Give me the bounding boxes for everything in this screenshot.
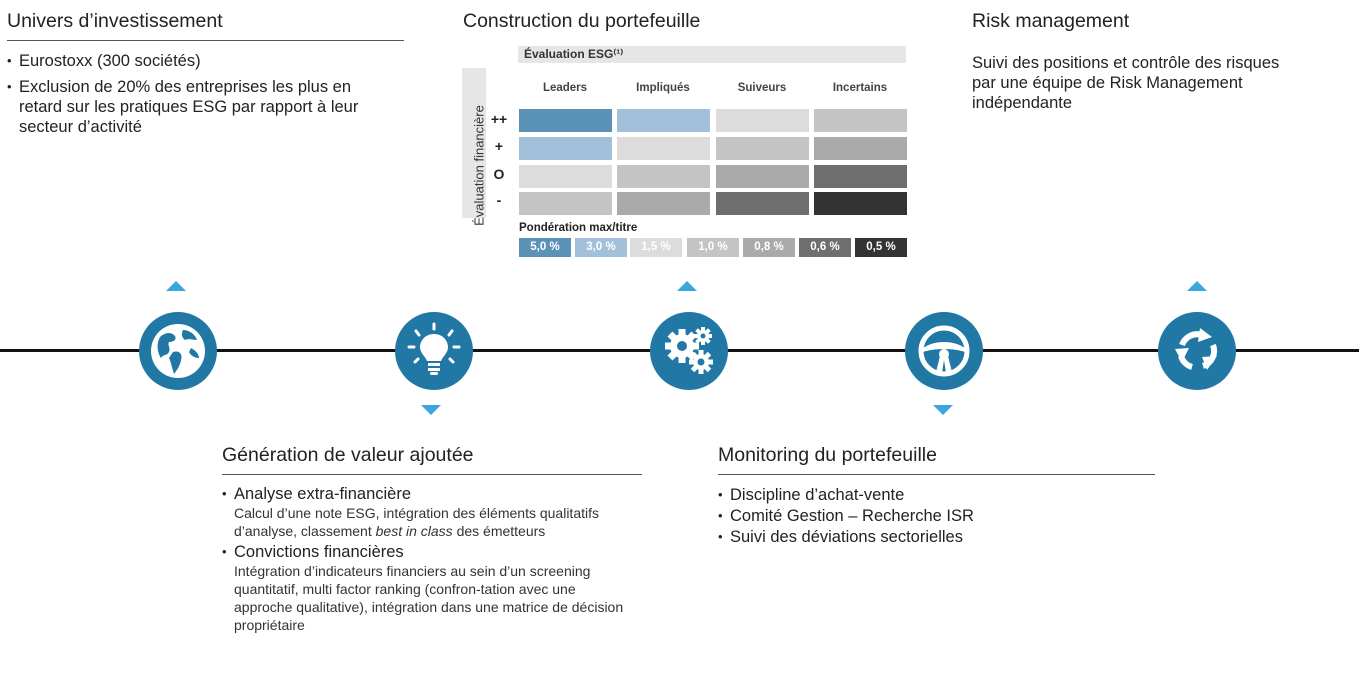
matrix-cell-r2-c2	[617, 137, 710, 160]
generation-bullet-1: Analyse extra-financière Calcul d’une no…	[222, 484, 642, 540]
matrix-row-m: -	[496, 192, 502, 208]
timeline-line-5	[980, 349, 1175, 352]
matrix-cell-r3-c4	[814, 165, 907, 188]
generation-section: Génération de valeur ajoutée Analyse ext…	[222, 444, 642, 640]
generation-b2-label: Convictions financières	[234, 543, 404, 561]
steering-circle	[905, 312, 983, 390]
timeline-line-2	[210, 349, 405, 352]
risk-section: Risk management Suivi des positions et c…	[972, 10, 1352, 113]
univers-bullet-2: Exclusion de 20% des entreprises les plu…	[7, 77, 389, 137]
generation-b1-sub: Calcul d’une note ESG, intégration des é…	[234, 505, 599, 539]
weight-box-4: 1,0 %	[687, 238, 739, 257]
matrix-row-o: O	[493, 166, 505, 182]
gears-circle	[650, 312, 728, 390]
matrix-col-suiveurs: Suiveurs	[737, 82, 787, 94]
weight-box-5: 0,8 %	[743, 238, 795, 257]
gears-icon	[665, 327, 713, 374]
monitoring-bullet-1: Discipline d’achat-vente	[718, 485, 1155, 505]
arrow-up-construction	[677, 281, 697, 291]
construction-section: Construction du portefeuille	[463, 10, 908, 40]
weight-title: Pondération max/titre	[519, 222, 638, 234]
arrow-down-monitoring	[933, 405, 953, 415]
matrix-cell-r1-c3	[716, 109, 809, 132]
matrix-cell-r2-c1	[519, 137, 612, 160]
risk-text: Suivi des positions et contrôle des risq…	[972, 54, 1280, 112]
matrix-col-leaders: Leaders	[542, 82, 588, 94]
univers-bullet-1: Eurostoxx (300 sociétés)	[7, 51, 404, 71]
refresh-circle	[1158, 312, 1236, 390]
monitoring-bullet-2: Comité Gestion – Recherche ISR	[718, 506, 1155, 526]
generation-bullet-2: Convictions financières Intégration d’in…	[222, 542, 642, 634]
arrow-up-risk	[1187, 281, 1207, 291]
matrix-cell-r3-c3	[716, 165, 809, 188]
matrix-cell-r3-c2	[617, 165, 710, 188]
monitoring-section: Monitoring du portefeuille Discipline d’…	[718, 444, 1155, 548]
matrix-y-band	[462, 68, 486, 218]
construction-title: Construction du portefeuille	[463, 10, 701, 32]
weight-box-6: 0,6 %	[799, 238, 851, 257]
matrix-col-impliques: Impliqués	[636, 82, 690, 94]
matrix-cell-r1-c4	[814, 109, 907, 132]
matrix-cell-r1-c1	[519, 109, 612, 132]
generation-b1-label: Analyse extra-financière	[234, 485, 412, 503]
matrix-col-incertains: Incertains	[832, 82, 888, 94]
lightbulb-circle	[395, 312, 473, 390]
matrix-y-title: Évaluation financière	[471, 105, 487, 226]
matrix-cell-r4-c2	[617, 192, 710, 215]
weight-box-1: 5,0 %	[519, 238, 571, 257]
lightbulb-icon	[407, 322, 461, 375]
matrix-cell-r4-c3	[716, 192, 809, 215]
matrix-cell-r2-c4	[814, 137, 907, 160]
generation-title: Génération de valeur ajoutée	[222, 444, 642, 475]
globe-circle	[139, 312, 217, 390]
matrix-header: Évaluation ESG⁽¹⁾	[518, 46, 906, 63]
matrix-cell-r4-c4	[814, 192, 907, 215]
matrix-cell-r3-c1	[519, 165, 612, 188]
timeline-line-1	[0, 349, 145, 352]
univers-section: Univers d’investissement Eurostoxx (300 …	[7, 10, 404, 143]
esg-matrix: Évaluation ESG⁽¹⁾ Évaluation financière …	[458, 44, 910, 266]
risk-title: Risk management	[972, 10, 1130, 32]
matrix-cell-r1-c2	[617, 109, 710, 132]
globe-icon	[151, 324, 205, 378]
weight-box-2: 3,0 %	[575, 238, 627, 257]
generation-b2-sub: Intégration d’indicateurs financiers au …	[234, 563, 624, 633]
matrix-cell-r2-c3	[716, 137, 809, 160]
matrix-cell-r4-c1	[519, 192, 612, 215]
univers-title: Univers d’investissement	[7, 10, 404, 41]
monitoring-bullet-3: Suivi des déviations sectorielles	[718, 527, 1155, 547]
steering-wheel-icon	[918, 325, 970, 377]
weight-box-7: 0,5 %	[855, 238, 907, 257]
matrix-row-pp: ++	[490, 111, 508, 127]
timeline-line-3	[465, 349, 660, 352]
arrow-down-generation	[421, 405, 441, 415]
timeline-line-4	[720, 349, 915, 352]
weight-box-3: 1,5 %	[630, 238, 682, 257]
arrow-up-univers	[166, 281, 186, 291]
matrix-row-p: +	[494, 138, 504, 154]
monitoring-title: Monitoring du portefeuille	[718, 444, 1155, 475]
timeline-line-6	[1230, 349, 1359, 352]
refresh-arrows-icon	[1175, 328, 1218, 370]
